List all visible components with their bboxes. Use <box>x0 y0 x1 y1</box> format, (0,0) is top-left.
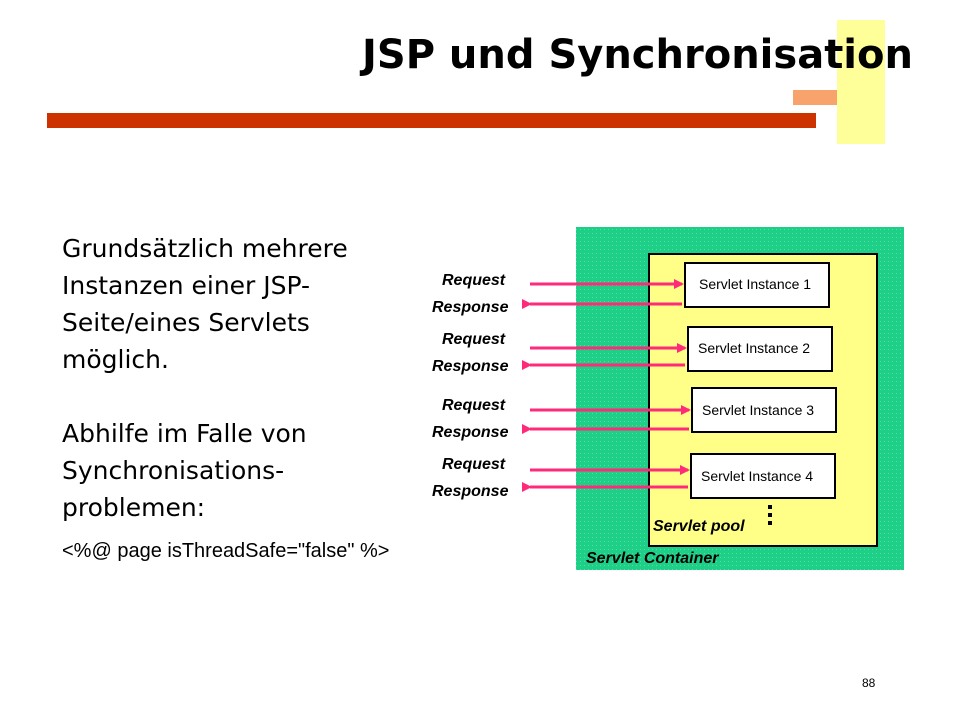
body-line: Seite/eines Servlets <box>62 308 310 337</box>
body-line: Synchronisations- <box>62 456 285 485</box>
request-label: Request <box>442 456 506 473</box>
slide-title: JSP und Synchronisation <box>362 32 913 78</box>
page-number: 88 <box>862 676 876 690</box>
servlet-instance-label: Servlet Instance 3 <box>702 402 814 418</box>
request-label: Request <box>442 397 506 414</box>
header-rule <box>47 113 816 128</box>
servlet-container-label: Servlet Container <box>586 550 719 567</box>
request-label: Request <box>442 331 506 348</box>
servlet-instance-box <box>684 262 830 308</box>
body-line: Grundsätzlich mehrere <box>62 234 348 263</box>
servlet-instance-label: Servlet Instance 2 <box>698 340 810 356</box>
ellipsis-dots <box>768 505 772 525</box>
body-line: möglich. <box>62 345 169 374</box>
body-line: Abhilfe im Falle von <box>62 419 307 448</box>
servlet-instance-box <box>687 326 833 372</box>
servlet-container-diagram: Servlet Container Servlet pool Servlet I… <box>432 227 904 570</box>
servlet-instance-label: Servlet Instance 1 <box>699 276 811 292</box>
servlet-instance-label: Servlet Instance 4 <box>701 468 813 484</box>
servlet-instance-box <box>691 387 837 433</box>
response-label: Response <box>432 299 509 316</box>
request-label: Request <box>442 272 506 289</box>
code-snippet: <%@ page isThreadSafe="false" %> <box>62 540 390 562</box>
body-line: problemen: <box>62 493 206 522</box>
response-label: Response <box>432 483 509 500</box>
body-line: Instanzen einer JSP- <box>62 271 311 300</box>
servlet-instance-box <box>690 453 836 499</box>
servlet-pool-label: Servlet pool <box>653 518 745 535</box>
header-accent-orange <box>793 90 837 105</box>
response-label: Response <box>432 424 509 441</box>
header-accent-yellow <box>837 20 885 144</box>
response-label: Response <box>432 358 509 375</box>
slide-body: Grundsätzlich mehrere Instanzen einer JS… <box>62 230 422 526</box>
